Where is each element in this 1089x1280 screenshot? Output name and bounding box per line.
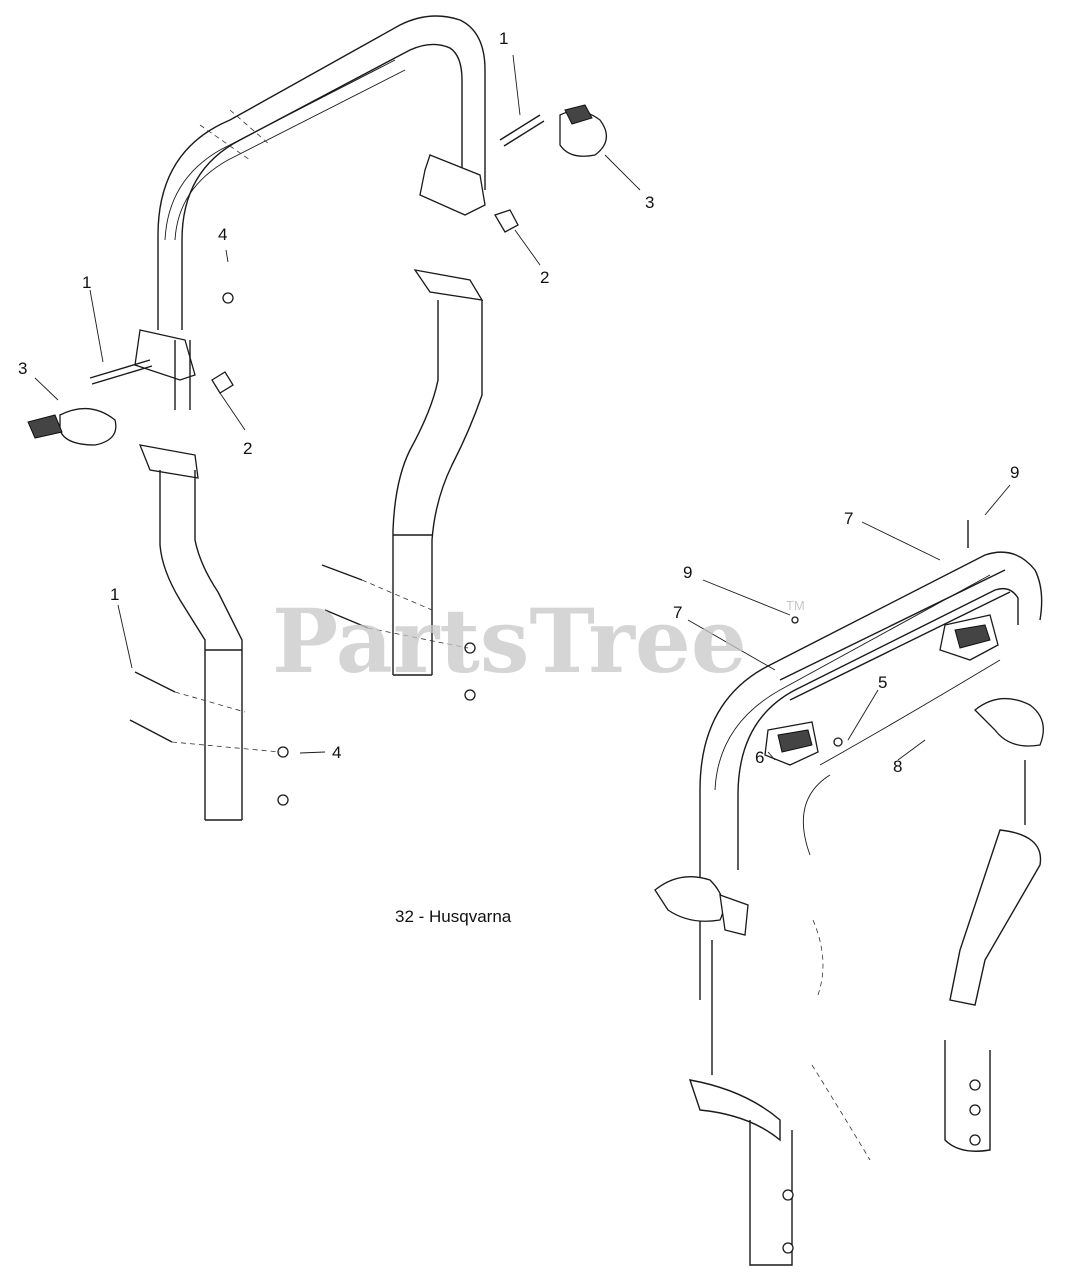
upper-left-bracket <box>134 329 196 381</box>
lower-bolts <box>129 564 476 806</box>
knob-2-top <box>494 209 519 233</box>
callout-3-left: 3 <box>18 359 27 378</box>
callout-1-left: 1 <box>82 273 91 292</box>
callout-2-top: 2 <box>540 268 549 287</box>
watermark: PartsTree <box>272 589 747 693</box>
left-rollbar-assembly <box>27 15 607 821</box>
callout-1-lower: 1 <box>110 585 119 604</box>
diagram-caption: 32 - Husqvarna <box>395 907 512 926</box>
callout-5: 5 <box>878 673 887 692</box>
callout-1-top: 1 <box>499 29 508 48</box>
hitch-pin-1-left <box>89 359 151 379</box>
nut-4-top <box>222 292 234 304</box>
leader-lines <box>34 54 1011 761</box>
lower-right-leg-bracket <box>413 269 484 301</box>
callout-9-top: 9 <box>1010 463 1019 482</box>
callout-4-top: 4 <box>218 225 227 244</box>
knob-2-left <box>211 371 234 394</box>
callout-7-mid: 7 <box>673 603 682 622</box>
pivot-knob-3-left <box>59 408 117 446</box>
callout-6: 6 <box>755 748 764 767</box>
callout-7-top: 7 <box>844 509 853 528</box>
lower-left-leg-bracket <box>138 444 199 479</box>
callout-4-lower: 4 <box>332 743 341 762</box>
upper-right-bracket <box>419 154 486 216</box>
hitch-pin-1-top <box>499 114 541 141</box>
callout-2-left: 2 <box>243 439 252 458</box>
callouts: 1 3 2 4 1 3 2 1 4 9 7 9 7 5 6 8 <box>18 29 1019 776</box>
callout-3-top: 3 <box>645 193 654 212</box>
cable-8 <box>802 659 1001 856</box>
right-pivot-knob <box>974 698 1044 747</box>
left-pivot-knob <box>654 876 724 922</box>
callout-9-mid: 9 <box>683 563 692 582</box>
callout-8: 8 <box>893 757 902 776</box>
right-rollbar-assembly <box>654 520 1044 1266</box>
watermark-trademark: TM <box>786 598 805 613</box>
